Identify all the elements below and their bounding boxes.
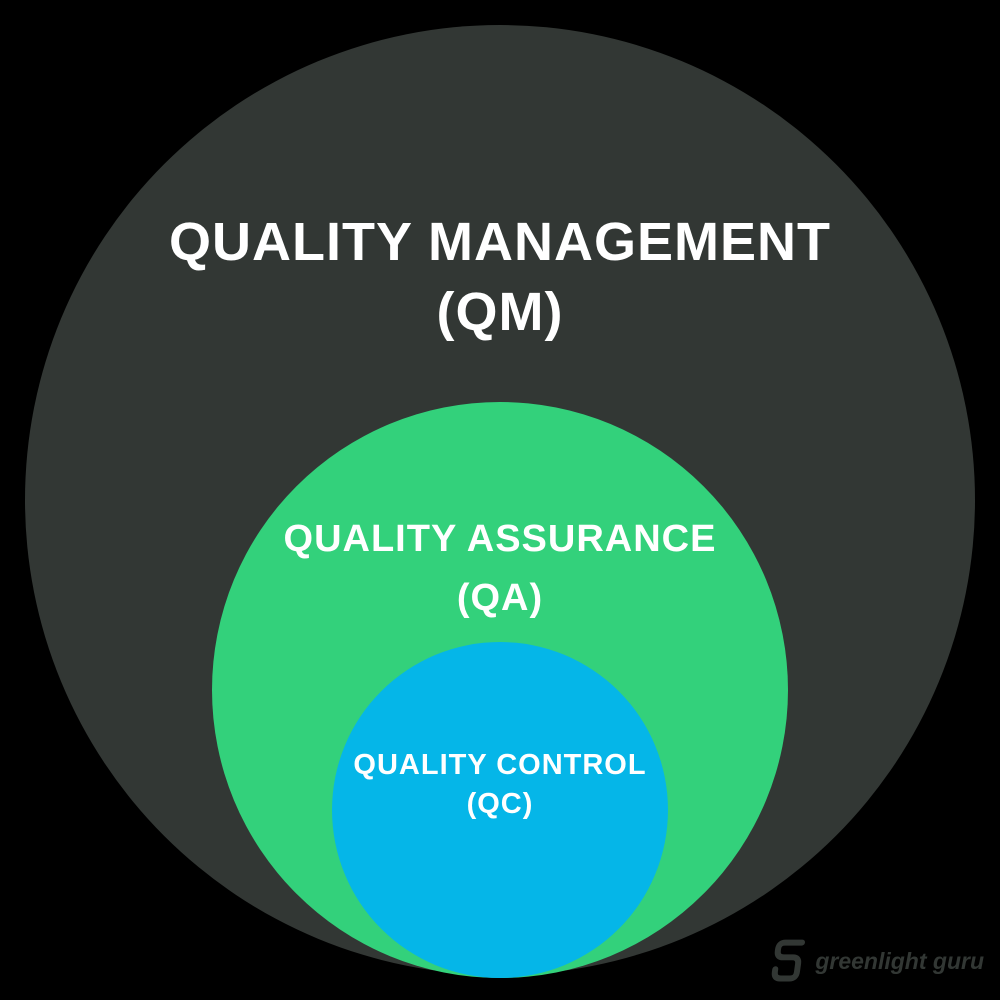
qc-label: QUALITY CONTROL [353, 749, 647, 781]
qm-abbr: (QM) [436, 282, 564, 342]
qa-label: QUALITY ASSURANCE [283, 518, 717, 560]
qa-label-block: QUALITY ASSURANCE (QA) [0, 517, 1000, 620]
qc-circle [332, 642, 668, 978]
qc-label-block: QUALITY CONTROL (QC) [0, 748, 1000, 821]
greenlight-guru-g-icon [772, 939, 806, 982]
qc-abbr: (QC) [466, 788, 534, 820]
qm-label-block: QUALITY MANAGEMENT (QM) [0, 211, 1000, 343]
qm-label: QUALITY MANAGEMENT [169, 212, 831, 272]
qa-abbr: (QA) [456, 577, 544, 619]
greenlight-guru-wordmark: greenlight guru [815, 947, 984, 974]
greenlight-guru-logo: greenlight guru [768, 938, 984, 984]
